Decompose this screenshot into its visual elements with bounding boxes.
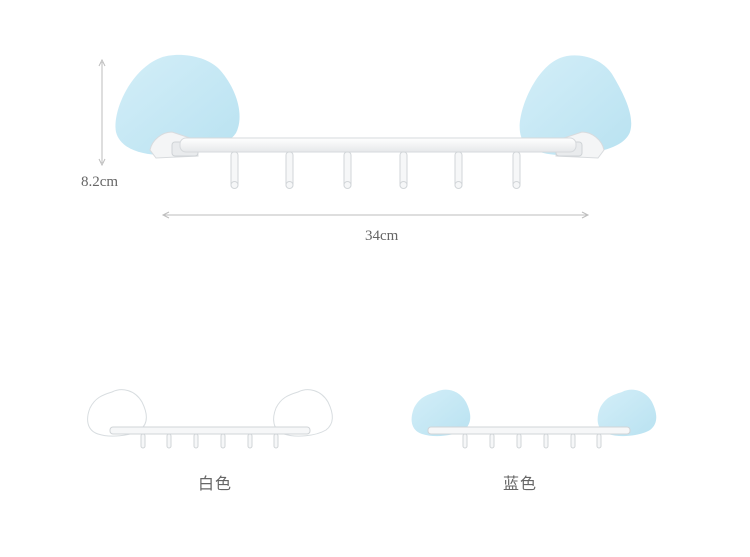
variant-label-blue: 蓝色 (503, 474, 538, 493)
hooks (230, 151, 521, 189)
left-suction-pad (115, 54, 240, 156)
right-suction-pad (519, 55, 632, 156)
hook-5 (454, 151, 463, 189)
variant-label-white: 白色 (198, 474, 233, 493)
hanging-rail (179, 137, 577, 153)
height-dimension-label: 8.2cm (81, 174, 119, 190)
width-dimension-line (161, 211, 590, 219)
hook-2 (285, 151, 294, 189)
height-dimension-line (98, 58, 106, 167)
white-variant-illustration (87, 389, 333, 449)
hook-6 (512, 151, 521, 189)
width-dimension-label: 34cm (365, 228, 399, 244)
hook-3 (343, 151, 352, 189)
hook-4 (399, 151, 408, 189)
blue-variant-illustration (411, 389, 657, 449)
hook-1 (230, 151, 239, 189)
